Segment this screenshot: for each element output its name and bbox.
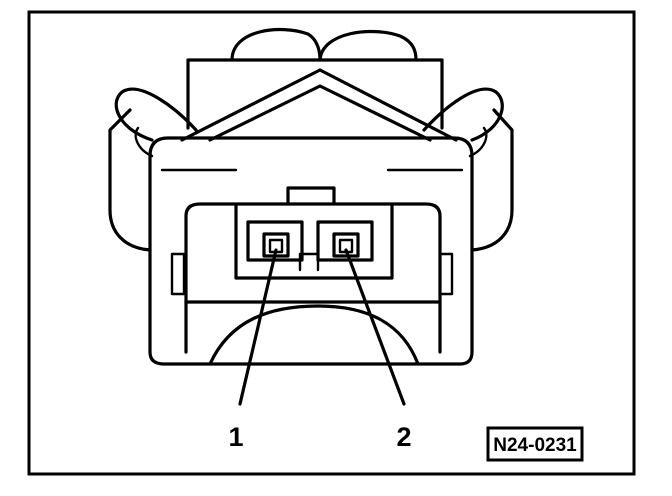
leader-line-2 (344, 248, 406, 406)
leader-line-1 (238, 248, 278, 406)
nub-right (438, 252, 454, 296)
contact-carrier (234, 204, 394, 280)
cable-bulge-left (230, 27, 322, 62)
callout-label-2: 2 (396, 422, 411, 452)
reference-code-box: N24-0231 (486, 426, 584, 462)
clip-right (422, 87, 504, 142)
clip-left-arm (108, 108, 152, 252)
clip-right-arm (470, 108, 514, 252)
cable-bulge-right (318, 29, 418, 62)
rear-block (186, 58, 444, 130)
figure-frame (27, 10, 636, 476)
callout-label-1: 1 (228, 422, 243, 452)
nub-left (170, 252, 186, 296)
housing (148, 136, 474, 366)
contact-2 (316, 220, 374, 262)
connector-drawing (108, 27, 514, 406)
coding-tab (286, 186, 336, 206)
contact-divider (298, 252, 320, 272)
reference-code: N24-0231 (493, 435, 577, 456)
latch-inner (208, 84, 432, 142)
lower-cutout (208, 304, 420, 366)
latch-outer (180, 68, 458, 142)
clip-left (114, 87, 198, 142)
